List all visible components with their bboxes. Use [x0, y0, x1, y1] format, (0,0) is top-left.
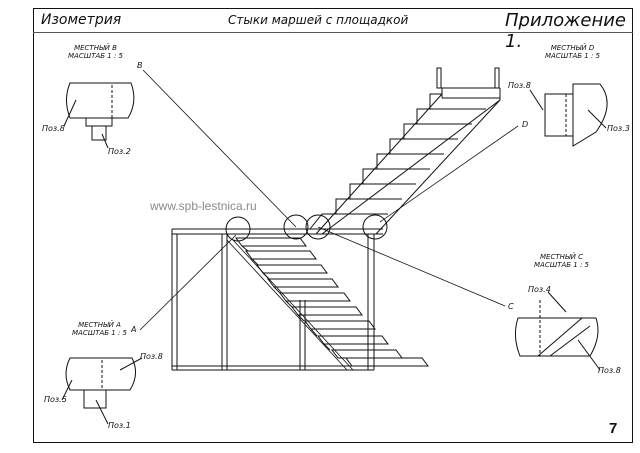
- label-a-poz8: Поз.8: [140, 352, 163, 361]
- detail-b-scale: МАСШТАБ 1 : 5: [68, 52, 124, 60]
- label-a-poz1: Поз.1: [108, 421, 131, 430]
- sheet-title-right: Приложение 1.: [505, 10, 627, 52]
- label-d-poz8: Поз.8: [508, 81, 531, 90]
- label-c-poz4: Поз.4: [528, 285, 551, 294]
- detail-c-title: МЕСТНЫЙ С: [540, 253, 583, 261]
- label-b-poz2: Поз.2: [108, 147, 131, 156]
- leader-c: [317, 226, 506, 307]
- detail-c-caption: МЕСТНЫЙ С МАСШТАБ 1 : 5: [534, 253, 589, 269]
- detail-circle-a: [225, 216, 251, 242]
- detail-b-caption: МЕСТНЫЙ В МАСШТАБ 1 : 5: [68, 44, 123, 60]
- platform-frame: [171, 228, 383, 371]
- detail-circle-c: [305, 214, 331, 240]
- leader-letter-b: B: [137, 61, 143, 70]
- leader-letter-c: C: [508, 302, 514, 311]
- leader-a: [139, 234, 237, 331]
- leader-b: [142, 69, 297, 228]
- detail-a-title: МЕСТНЫЙ А: [78, 321, 121, 329]
- sheet-title-center: Стыки маршей с площадкой: [228, 13, 409, 27]
- lower-flight: [235, 237, 429, 367]
- title-separator: [33, 32, 633, 33]
- detail-circle-d: [362, 214, 388, 240]
- detail-a-scale: МАСШТАБ 1 : 5: [72, 329, 128, 337]
- drawing-frame: [33, 8, 633, 443]
- detail-c-drawing: [514, 291, 601, 371]
- leader-letter-d: D: [522, 120, 529, 129]
- detail-d-scale: МАСШТАБ 1 : 5: [545, 52, 601, 60]
- detail-c-scale: МАСШТАБ 1 : 5: [534, 261, 590, 269]
- detail-b-drawing: [63, 82, 135, 149]
- watermark-url: www.spb-lestnica.ru: [150, 199, 257, 213]
- detail-d-title: МЕСТНЫЙ D: [550, 44, 595, 52]
- detail-a-drawing: [61, 357, 143, 425]
- detail-d-drawing: [529, 83, 608, 147]
- detail-b-title: МЕСТНЫЙ В: [74, 44, 117, 52]
- label-b-poz8: Поз.8: [42, 124, 65, 133]
- detail-d-caption: МЕСТНЫЙ D МАСШТАБ 1 : 5: [545, 44, 600, 60]
- label-c-poz8: Поз.8: [598, 366, 621, 375]
- label-d-poz3: Поз.3: [607, 124, 630, 133]
- label-a-poz5: Поз.5: [44, 395, 67, 404]
- leader-d: [379, 125, 519, 223]
- leader-letter-a: A: [131, 325, 137, 334]
- sheet-title-left: Изометрия: [41, 12, 122, 28]
- upper-flight: [309, 67, 501, 235]
- detail-a-caption: МЕСТНЫЙ А МАСШТАБ 1 : 5: [72, 321, 127, 337]
- detail-circle-b: [283, 214, 309, 240]
- page-number: 7: [609, 420, 618, 437]
